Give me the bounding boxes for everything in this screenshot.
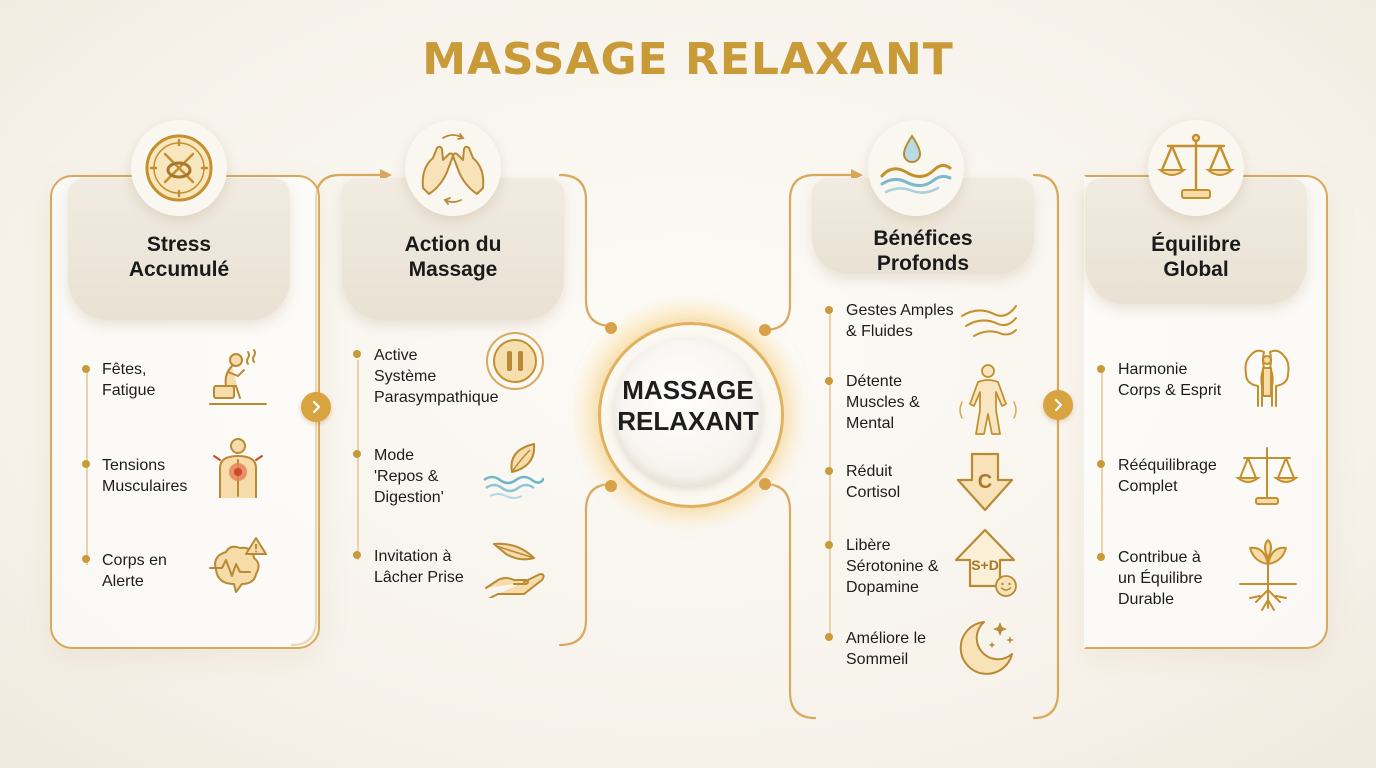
- sd-badge: S+D: [971, 557, 999, 573]
- heading-action: Action du Massage: [404, 233, 502, 281]
- moon-stars-icon: [959, 621, 1014, 675]
- bullet: [825, 306, 833, 314]
- water-drop-wave-icon-wrap: [868, 120, 964, 216]
- balance-scale-icon: [1157, 133, 1235, 199]
- item-corps-alerte: Corps en Alerte: [102, 552, 167, 590]
- pause-circle-icon: [486, 332, 544, 390]
- bullet: [1097, 460, 1105, 468]
- item-serotonine: Libère Sérotonine & Dopamine: [846, 537, 939, 596]
- heading-benefices: Bénéfices Profonds: [873, 227, 973, 275]
- water-drop-wave-icon: [880, 134, 952, 194]
- item-parasympathique: Active Système Parasympathique: [374, 347, 499, 406]
- item-detente: Détente Muscles & Mental: [846, 373, 920, 432]
- bullet: [353, 350, 361, 358]
- clock-knot-icon: [145, 134, 213, 202]
- center-label: MASSAGE RELAXANT: [617, 375, 759, 436]
- brain-alert-icon: [209, 537, 267, 593]
- connector-dot: [605, 480, 617, 492]
- bullet: [1097, 553, 1105, 561]
- connector-dot: [759, 478, 771, 490]
- clock-knot-icon-wrap: [131, 120, 227, 216]
- bullet: [825, 633, 833, 641]
- two-heads-icon: [1244, 349, 1290, 407]
- chevron-right-icon: [312, 400, 321, 414]
- cortisol-badge: C: [978, 471, 992, 493]
- feather-hand-icon: [485, 542, 545, 598]
- center-disc: [614, 338, 762, 486]
- item-lacher-prise: Invitation à Lâcher Prise: [374, 548, 464, 586]
- item-tensions: Tensions Musculaires: [102, 457, 188, 495]
- heading-stress: Stress Accumulé: [128, 233, 230, 281]
- massage-hands-icon-wrap: [405, 120, 501, 216]
- item-gestes: Gestes Amples & Fluides: [846, 302, 954, 340]
- next-arrow-2: [1043, 390, 1073, 420]
- flowing-lines-icon: [961, 305, 1017, 337]
- item-sommeil: Améliore le Sommeil: [846, 630, 927, 668]
- scale-icon: [1236, 447, 1298, 505]
- tired-person-icon: [209, 349, 267, 405]
- up-arrow-sd-icon: S+D: [954, 528, 1017, 597]
- item-fetes-fatigue: Fêtes, Fatigue: [102, 361, 156, 399]
- bullet: [82, 555, 90, 563]
- bullet: [353, 450, 361, 458]
- bullet: [82, 460, 90, 468]
- next-arrow-1: [301, 392, 331, 422]
- bullet: [353, 551, 361, 559]
- heading-equilibre: Équilibre Global: [1151, 233, 1241, 281]
- back-pain-icon: [213, 438, 263, 498]
- bullet: [825, 467, 833, 475]
- down-arrow-c-icon: C: [956, 452, 1014, 512]
- bullet: [825, 541, 833, 549]
- bullet: [825, 377, 833, 385]
- item-cortisol: Réduit Cortisol: [846, 463, 901, 501]
- bullet: [1097, 365, 1105, 373]
- connector-dot: [759, 324, 771, 336]
- plant-roots-icon: [1239, 539, 1297, 611]
- item-harmonie: Harmonie Corps & Esprit: [1118, 361, 1222, 399]
- connector-dot: [605, 322, 617, 334]
- relaxed-body-icon: [959, 364, 1017, 435]
- chevron-right-icon: [1054, 398, 1063, 412]
- bullet: [82, 365, 90, 373]
- leaf-water-icon: [483, 443, 544, 499]
- item-durable: Contribue à un Équilibre Durable: [1118, 549, 1203, 608]
- balance-scale-icon-wrap: [1148, 120, 1244, 216]
- item-rail: [357, 360, 359, 560]
- item-repos-digestion: Mode 'Repos & Digestion': [374, 447, 444, 506]
- massage-hands-icon: [421, 133, 485, 205]
- main-title: MASSAGE RELAXANT: [422, 34, 954, 85]
- item-reequilibrage: Rééquilibrage Complet: [1118, 457, 1217, 495]
